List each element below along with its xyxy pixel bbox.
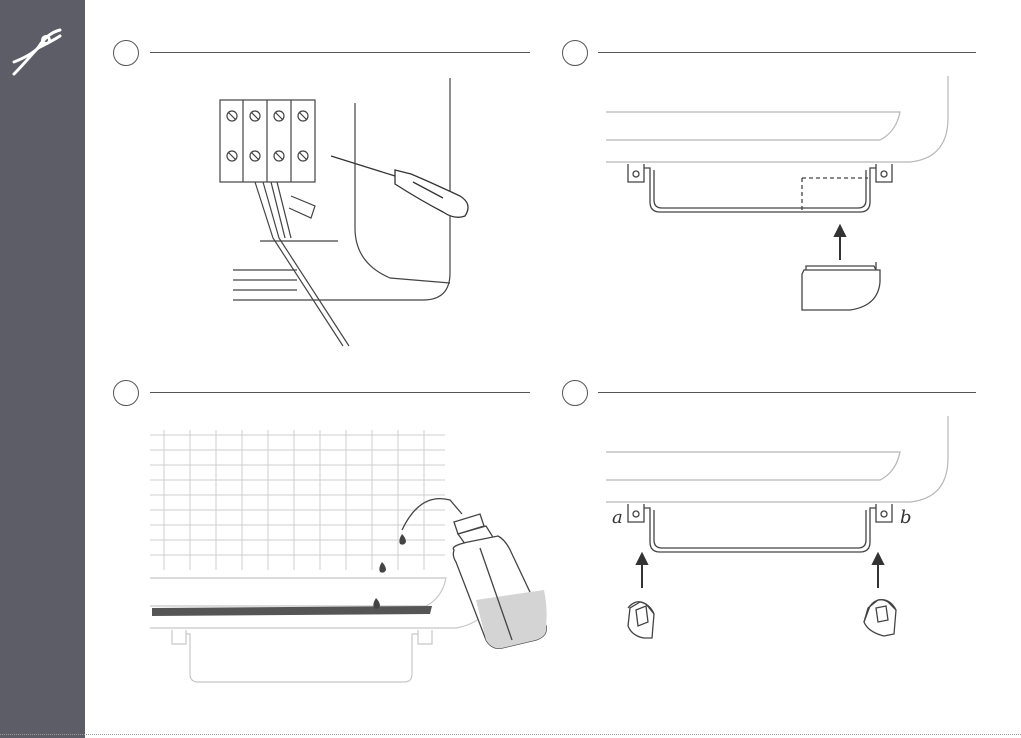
pliers-icon xyxy=(10,24,65,79)
step-3-divider xyxy=(150,392,530,393)
label-a: a xyxy=(612,507,623,528)
step-4-number-circle xyxy=(562,380,588,406)
step-1-number-circle xyxy=(113,40,139,66)
step-2-number-circle xyxy=(562,40,588,66)
step-3-illustration xyxy=(150,430,550,690)
step-2-divider xyxy=(598,52,976,53)
step-2-illustration xyxy=(600,70,955,315)
step-1-illustration xyxy=(215,78,485,350)
arrow-up-icon xyxy=(835,226,845,260)
bottom-trim-line xyxy=(0,734,1021,735)
label-b: b xyxy=(900,507,912,528)
end-cap-a xyxy=(628,602,654,638)
step-4-illustration xyxy=(600,410,955,650)
step-4-divider xyxy=(598,392,976,393)
sidebar xyxy=(0,0,85,738)
arrow-up-icon xyxy=(637,554,883,588)
step-3-number-circle xyxy=(113,380,139,406)
step-1-divider xyxy=(150,52,530,53)
end-cap-b xyxy=(864,600,896,636)
